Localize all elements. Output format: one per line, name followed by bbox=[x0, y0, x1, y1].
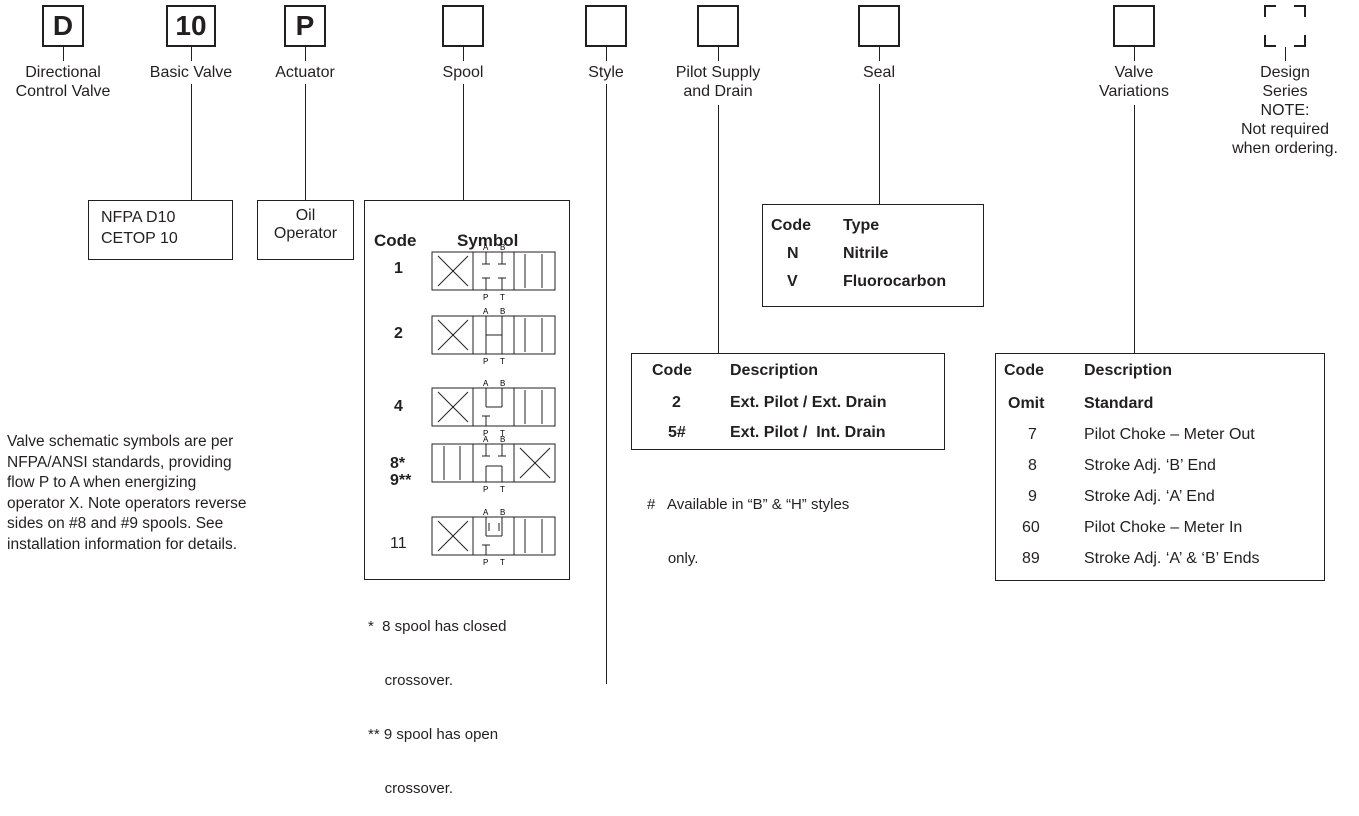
svg-text:B: B bbox=[500, 307, 505, 316]
code-box-seal bbox=[858, 5, 900, 47]
svg-text:A: A bbox=[483, 243, 489, 252]
svg-text:B: B bbox=[500, 508, 505, 517]
code-box-variations bbox=[1113, 5, 1155, 47]
variations-table: Code Description Omit Standard 7 Pilot C… bbox=[995, 353, 1325, 581]
svg-text:A: A bbox=[483, 508, 489, 517]
svg-text:A: A bbox=[483, 307, 489, 316]
connector bbox=[1134, 47, 1135, 61]
pilot-footnote: # Available in “B” & “H” styles only. bbox=[647, 496, 850, 567]
leader-basic-valve bbox=[191, 84, 192, 200]
connector bbox=[879, 47, 880, 61]
svg-text:B: B bbox=[500, 243, 505, 252]
spool-symbol-2: A B P T bbox=[431, 307, 556, 366]
code-box-directional: D bbox=[42, 5, 84, 47]
leader-actuator bbox=[305, 84, 306, 200]
svg-text:T: T bbox=[500, 558, 505, 567]
spool-code: 8* 9** bbox=[390, 455, 412, 489]
svg-text:P: P bbox=[483, 293, 488, 302]
svg-text:T: T bbox=[500, 429, 505, 438]
leader-seal bbox=[879, 84, 880, 204]
connector bbox=[191, 47, 192, 61]
svg-text:P: P bbox=[483, 558, 488, 567]
svg-text:P: P bbox=[483, 485, 488, 494]
code-box-actuator: P bbox=[284, 5, 326, 47]
spool-table: Code Symbol bbox=[364, 200, 570, 580]
connector bbox=[718, 47, 719, 61]
svg-text:T: T bbox=[500, 293, 505, 302]
caption-seal: Seal bbox=[862, 64, 896, 81]
svg-text:A: A bbox=[483, 435, 489, 444]
code-box-spool bbox=[442, 5, 484, 47]
svg-text:A: A bbox=[483, 379, 489, 388]
spool-code: 11 bbox=[390, 535, 407, 552]
leader-variations bbox=[1134, 105, 1135, 353]
schematic-note: Valve schematic symbols are per NFPA/ANS… bbox=[7, 433, 247, 553]
svg-text:B: B bbox=[500, 379, 505, 388]
connector bbox=[63, 47, 64, 61]
caption-basic-valve: Basic Valve bbox=[149, 64, 233, 81]
code-box-basic-valve: 10 bbox=[166, 5, 216, 47]
svg-text:T: T bbox=[500, 357, 505, 366]
code-box-design-series bbox=[1264, 5, 1306, 47]
actuator-box: Oil Operator bbox=[257, 200, 354, 260]
caption-style: Style bbox=[588, 64, 624, 81]
code-box-pilot bbox=[697, 5, 739, 47]
spool-code: 1 bbox=[394, 260, 403, 277]
basic-valve-box: NFPA D10 CETOP 10 bbox=[88, 200, 233, 260]
leader-pilot bbox=[718, 105, 719, 353]
spool-header-code: Code bbox=[374, 231, 417, 250]
spool-code: 4 bbox=[394, 398, 403, 415]
connector bbox=[606, 47, 607, 61]
spool-symbol-4: A B P T bbox=[431, 379, 556, 438]
spool-footnotes: * 8 spool has closed crossover. ** 9 spo… bbox=[368, 618, 507, 797]
svg-text:B: B bbox=[500, 435, 505, 444]
spool-header-symbol: Symbol bbox=[457, 231, 519, 250]
connector bbox=[463, 47, 464, 61]
spool-symbol-11: A B P T bbox=[431, 508, 556, 567]
caption-spool: Spool bbox=[442, 64, 484, 81]
connector bbox=[1285, 47, 1286, 61]
svg-text:P: P bbox=[483, 357, 488, 366]
leader-style bbox=[606, 84, 607, 684]
caption-actuator: Actuator bbox=[275, 64, 335, 81]
seal-table: Code Type N Nitrile V Fluorocarbon bbox=[762, 204, 984, 307]
svg-text:T: T bbox=[500, 485, 505, 494]
code-box-style bbox=[585, 5, 627, 47]
spool-symbol-1: A B P T bbox=[431, 243, 556, 302]
svg-text:P: P bbox=[483, 429, 488, 438]
spool-code: 2 bbox=[394, 325, 403, 342]
pilot-table: Code Description 2 Ext. Pilot / Ext. Dra… bbox=[631, 353, 945, 450]
connector bbox=[305, 47, 306, 61]
spool-symbol-8-9: A B P T bbox=[431, 435, 556, 494]
leader-spool bbox=[463, 84, 464, 200]
